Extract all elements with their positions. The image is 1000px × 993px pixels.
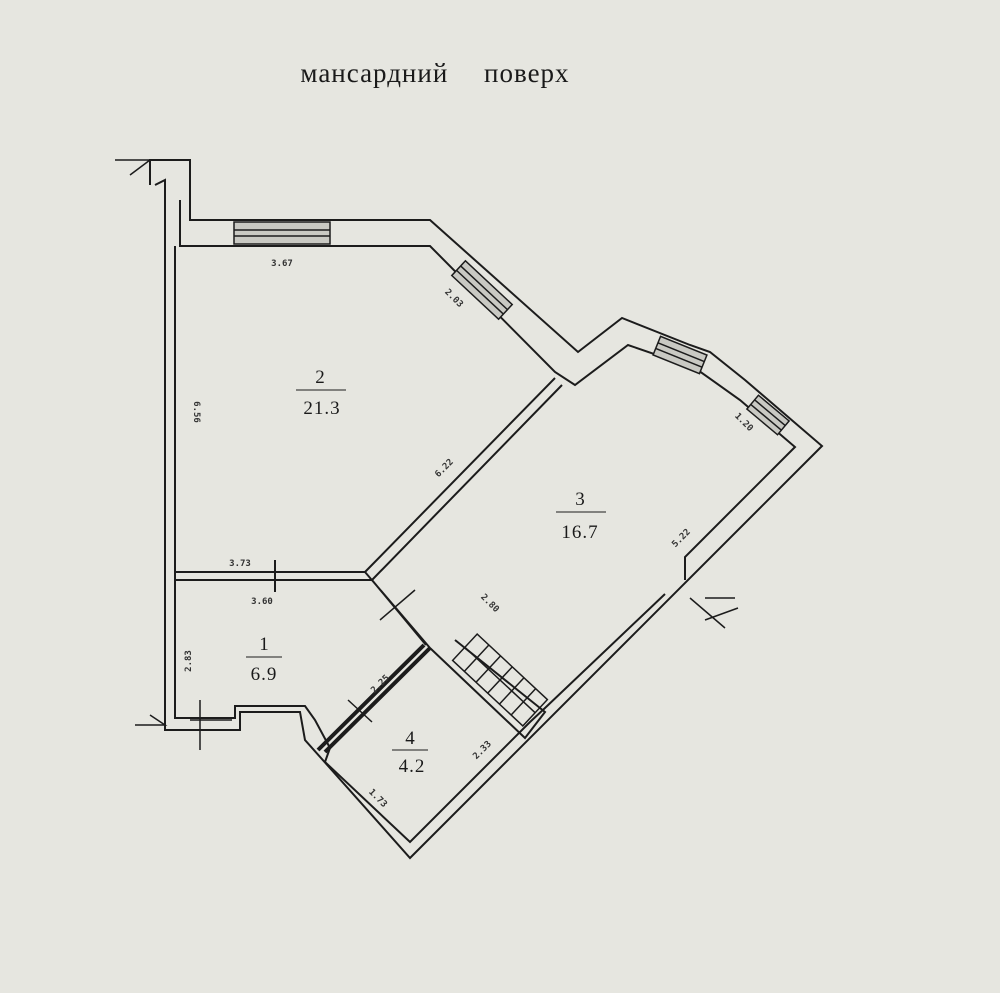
- grid-block: [451, 633, 549, 727]
- partition-1-3: [364, 571, 431, 649]
- room-2-number: 2: [315, 367, 325, 388]
- partition-4-3: [429, 639, 547, 740]
- dim-room2-top: 3.67: [271, 259, 293, 269]
- dim-room3-bottom: 2.80: [478, 592, 500, 614]
- room-2-area: 21.3: [303, 398, 340, 419]
- dim-room2-bottom: 3.73: [229, 559, 251, 569]
- door-mark-3: [347, 699, 373, 723]
- room-3-number: 3: [575, 489, 585, 510]
- dim-room1-left: 2.83: [184, 650, 194, 672]
- dim-room3-top: 1.20: [732, 411, 754, 433]
- window-top: [233, 221, 331, 245]
- room-3-area: 16.7: [561, 522, 598, 543]
- room-4-area: 4.2: [399, 756, 426, 777]
- outer-wall: [149, 159, 824, 860]
- dim-room1-right: 2.25: [369, 673, 391, 695]
- door-mark-1: [689, 597, 739, 629]
- windows: [233, 221, 791, 436]
- dim-room2-left: 6.56: [191, 401, 201, 423]
- corner-mark-tl: [115, 159, 153, 176]
- corner-mark-bl: [135, 714, 168, 726]
- inner-wall: [179, 200, 797, 580]
- door-mark-4: [190, 700, 232, 750]
- partition-2-1: [175, 571, 372, 581]
- window-right-2: [745, 394, 791, 436]
- window-diag: [450, 259, 514, 321]
- room-1-area: 6.9: [251, 664, 278, 685]
- partition-1-4: [316, 643, 432, 754]
- inner-wall-b: [174, 246, 666, 844]
- room-4-number: 4: [405, 728, 415, 749]
- plan-title: мансардний поверх: [300, 58, 570, 88]
- dim-room4-right: 2.33: [471, 739, 493, 761]
- room-1-number: 1: [259, 634, 269, 655]
- dim-room3-right: 5.22: [670, 527, 692, 549]
- dim-room2-right: 6.22: [433, 457, 455, 479]
- partition-2-3: [364, 377, 563, 581]
- dim-room2-diag: 2.03: [442, 287, 464, 309]
- door-mark-2: [379, 589, 416, 621]
- dim-room4-bottom: 1.73: [366, 787, 388, 809]
- dim-room1-top: 3.60: [251, 597, 273, 607]
